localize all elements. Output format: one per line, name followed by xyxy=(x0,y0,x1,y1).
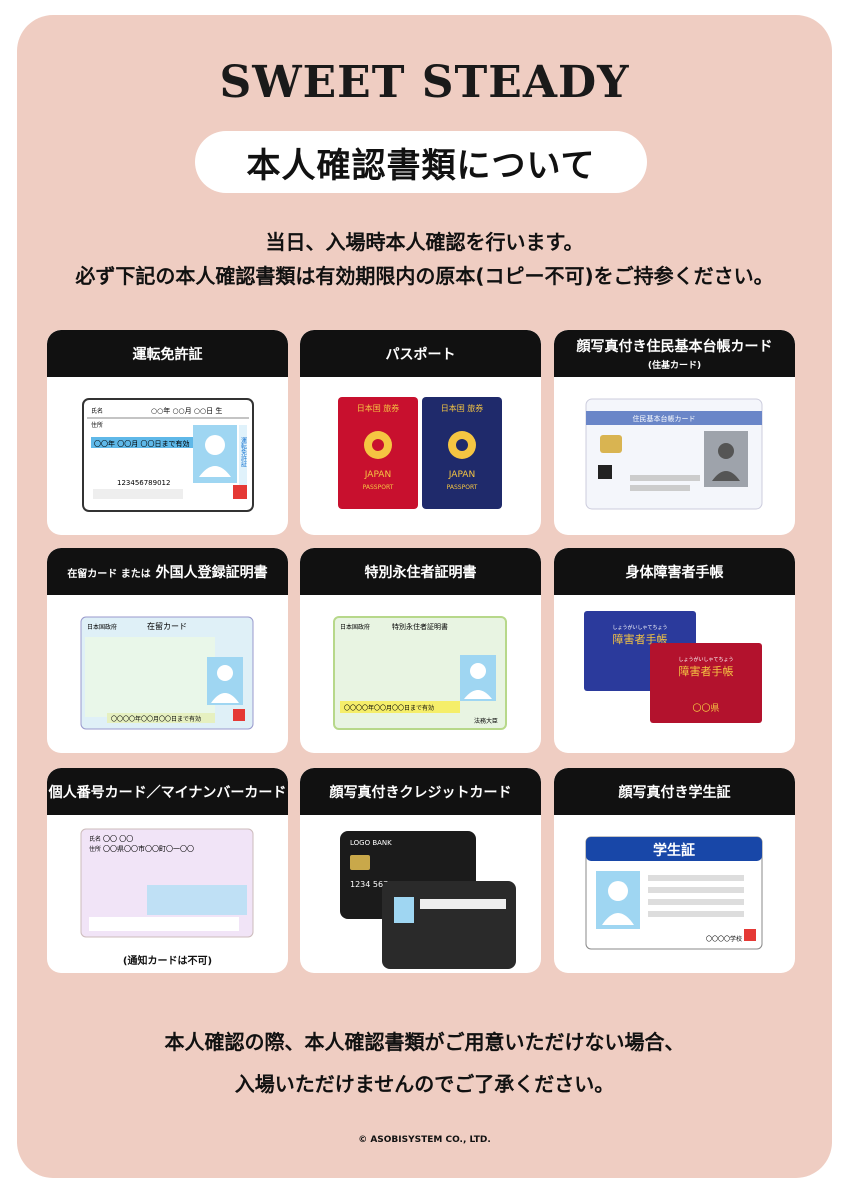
page-title: 本人確認書類について xyxy=(195,131,647,193)
svg-text:障害者手帳: 障害者手帳 xyxy=(679,664,734,678)
card-header: 特別永住者証明書 xyxy=(300,548,541,595)
document-card-my-number-card: 個人番号カード／マイナンバーカード 氏名 〇〇 〇〇 住所 〇〇県〇〇市〇〇町〇… xyxy=(47,768,288,973)
svg-text:日本国 旅券: 日本国 旅券 xyxy=(441,403,484,413)
card-header: 在留カード または 外国人登録証明書 xyxy=(47,548,288,595)
svg-text:氏名: 氏名 xyxy=(91,407,103,415)
svg-text:○○年 ○○月 ○○日 生: ○○年 ○○月 ○○日 生 xyxy=(151,406,222,415)
document-card-drivers-license: 運転免許証 氏名 ○○年 ○○月 ○○日 生 住所 〇〇年 〇〇月 〇〇日まで有… xyxy=(47,330,288,535)
intro-line-1: 当日、入場時本人確認を行います。 xyxy=(265,230,584,254)
document-card-student-id: 顔写真付き学生証 学生証 〇〇〇〇学校 xyxy=(554,768,795,973)
notice-card-caption: (通知カードは不可) xyxy=(122,956,213,967)
drivers-license-art: 氏名 ○○年 ○○月 ○○日 生 住所 〇〇年 〇〇月 〇〇日まで有効 運転免許… xyxy=(47,377,288,535)
svg-text:〇〇〇〇年〇〇月〇〇日まで有効: 〇〇〇〇年〇〇月〇〇日まで有効 xyxy=(344,704,434,712)
svg-text:〇〇年 〇〇月 〇〇日まで有効: 〇〇年 〇〇月 〇〇日まで有効 xyxy=(94,439,189,448)
svg-text:在留カード: 在留カード xyxy=(147,621,187,631)
svg-text:しょうがいしゃてちょう: しょうがいしゃてちょう xyxy=(678,656,733,663)
svg-text:法務大臣: 法務大臣 xyxy=(474,717,498,725)
svg-text:〇〇県: 〇〇県 xyxy=(692,703,719,714)
intro-text: 当日、入場時本人確認を行います。 必ず下記の本人確認書類は有効期限内の原本(コピ… xyxy=(17,225,832,293)
document-card-disability-handbook: 身体障害者手帳 しょうがいしゃてちょう 障害者手帳 しょうがいしゃてちょう 障害… xyxy=(554,548,795,753)
passport-art: 日本国 旅券 JAPAN PASSPORT 日本国 旅券 JAPAN PASSP… xyxy=(300,377,541,535)
poster: SWEET STEADY 本人確認書類について 当日、入場時本人確認を行います。… xyxy=(17,15,832,1178)
special-permanent-resident-art: 日本国政府 特別永住者証明書 〇〇〇〇年〇〇月〇〇日まで有効 法務大臣 xyxy=(300,595,541,753)
card-header: 運転免許証 xyxy=(47,330,288,377)
document-card-residence-card: 在留カード または 外国人登録証明書 日本国政府 在留カード 〇〇〇〇年〇〇月〇… xyxy=(47,548,288,753)
residence-card-art: 日本国政府 在留カード 〇〇〇〇年〇〇月〇〇日まで有効 xyxy=(47,595,288,753)
document-card-credit-card: 顔写真付きクレジットカード LOGO BANK 1234 5678 9013 5… xyxy=(300,768,541,973)
svg-text:LOGO BANK: LOGO BANK xyxy=(350,839,392,847)
svg-text:日本国 旅券: 日本国 旅券 xyxy=(357,403,400,413)
document-card-passport: パスポート 日本国 旅券 JAPAN PASSPORT 日本国 旅券 JAPAN… xyxy=(300,330,541,535)
card-header: パスポート xyxy=(300,330,541,377)
closing-text: 本人確認の際、本人確認書類がご用意いただけない場合、 入場いただけませんのでご了… xyxy=(17,1021,832,1105)
card-header: 個人番号カード／マイナンバーカード xyxy=(47,768,288,815)
svg-text:住所: 住所 xyxy=(89,845,101,853)
svg-text:氏名: 氏名 xyxy=(89,835,101,843)
svg-text:〇〇〇〇学校: 〇〇〇〇学校 xyxy=(706,935,742,943)
svg-text:123456789012: 123456789012 xyxy=(117,479,170,487)
svg-text:学生証: 学生証 xyxy=(653,842,695,859)
svg-text:住所: 住所 xyxy=(91,421,103,429)
card-header: 顔写真付き住民基本台帳カード (住基カード) xyxy=(554,330,795,377)
svg-text:〇〇 〇〇: 〇〇 〇〇 xyxy=(103,835,133,843)
disability-handbook-art: しょうがいしゃてちょう 障害者手帳 しょうがいしゃてちょう 障害者手帳 〇〇県 xyxy=(554,595,795,753)
card-header: 顔写真付きクレジットカード xyxy=(300,768,541,815)
student-id-art: 学生証 〇〇〇〇学校 xyxy=(554,815,795,973)
svg-text:日本国政府: 日本国政府 xyxy=(87,623,117,631)
svg-text:JAPAN: JAPAN xyxy=(448,470,475,480)
svg-text:〇〇〇〇年〇〇月〇〇日まで有効: 〇〇〇〇年〇〇月〇〇日まで有効 xyxy=(111,715,201,723)
card-header: 顔写真付き学生証 xyxy=(554,768,795,815)
svg-text:運転免許証: 運転免許証 xyxy=(240,437,247,468)
svg-text:〇〇県〇〇市〇〇町〇一〇〇: 〇〇県〇〇市〇〇町〇一〇〇 xyxy=(103,844,194,853)
svg-text:しょうがいしゃてちょう: しょうがいしゃてちょう xyxy=(612,624,667,631)
svg-text:JAPAN: JAPAN xyxy=(364,470,391,480)
svg-text:障害者手帳: 障害者手帳 xyxy=(613,632,668,646)
svg-text:PASSPORT: PASSPORT xyxy=(363,484,394,491)
svg-text:特別永住者証明書: 特別永住者証明書 xyxy=(392,622,448,631)
juki-card-art: 住民基本台帳カード xyxy=(554,377,795,535)
document-card-juki-card: 顔写真付き住民基本台帳カード (住基カード) 住民基本台帳カード xyxy=(554,330,795,535)
credit-card-art: LOGO BANK 1234 5678 9013 5555 xyxy=(300,815,541,973)
svg-text:日本国政府: 日本国政府 xyxy=(340,623,370,631)
document-card-special-permanent-resident: 特別永住者証明書 日本国政府 特別永住者証明書 〇〇〇〇年〇〇月〇〇日まで有効 … xyxy=(300,548,541,753)
svg-text:住民基本台帳カード: 住民基本台帳カード xyxy=(633,414,696,423)
my-number-card-art: 氏名 〇〇 〇〇 住所 〇〇県〇〇市〇〇町〇一〇〇 (通知カードは不可) xyxy=(47,815,288,973)
brand-logo: SWEET STEADY xyxy=(219,57,630,108)
card-header: 身体障害者手帳 xyxy=(554,548,795,595)
copyright: © ASOBISYSTEM CO., LTD. xyxy=(358,1135,491,1145)
svg-text:PASSPORT: PASSPORT xyxy=(447,484,478,491)
closing-line-2: 入場いただけませんのでご了承ください。 xyxy=(234,1072,615,1096)
closing-line-1: 本人確認の際、本人確認書類がご用意いただけない場合、 xyxy=(164,1030,685,1054)
intro-line-2: 必ず下記の本人確認書類は有効期限内の原本(コピー不可)をご持参ください。 xyxy=(75,264,774,288)
